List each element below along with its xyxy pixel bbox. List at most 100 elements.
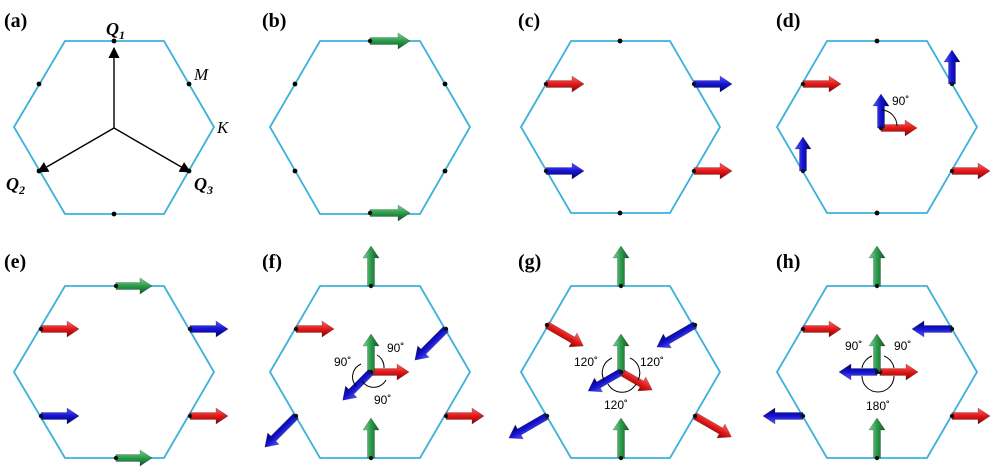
m-point-dot: [186, 81, 192, 87]
red-spin-arrow: [949, 162, 991, 180]
panel-label-d: (d): [776, 10, 800, 32]
m-point-dot: [292, 168, 298, 174]
brillouin-zone-b: [268, 40, 472, 215]
angle-arc-d: [880, 109, 898, 127]
q3-label: Q3: [194, 174, 213, 197]
q2-label: Q2: [6, 174, 25, 197]
brillouin-zone-c: [519, 40, 722, 214]
green-spin-arrow: [868, 333, 886, 375]
green-spin-arrow: [362, 417, 380, 461]
m-point-dot: [442, 81, 448, 87]
angle-arcs: [352, 109, 898, 393]
q3-vector: [113, 127, 191, 173]
spin-arrows: [38, 32, 991, 467]
angle-label-d: 90˚: [892, 94, 909, 108]
brillouin-zone-f: [268, 285, 472, 459]
m-point-dot: [617, 38, 623, 44]
angle-label-h-bottom: 180˚: [866, 399, 890, 413]
q2-vector: [37, 127, 115, 173]
angle-arc-g-bottom: [607, 383, 637, 393]
blue-spin-arrow: [838, 363, 880, 381]
m-point-dot: [36, 168, 42, 174]
m-point-dot: [186, 168, 192, 174]
green-spin-arrow: [113, 449, 153, 467]
panel-label-e: (e): [4, 251, 26, 273]
m-point-dot: [617, 210, 623, 216]
red-spin-arrow: [38, 320, 80, 338]
panel-label-f: (f): [262, 251, 282, 273]
green-spin-arrow: [612, 417, 630, 461]
angle-label-f-bottom: 90˚: [374, 393, 391, 407]
red-spin-arrow: [187, 407, 229, 425]
angle-label-g-right: 120˚: [640, 355, 664, 369]
red-spin-arrow: [543, 75, 585, 93]
m-point-dot: [36, 81, 42, 87]
red-spin-arrow: [293, 320, 335, 338]
blue-spin-arrow: [543, 162, 585, 180]
k-point-label: K: [216, 118, 230, 137]
panel-label-c: (c): [518, 10, 540, 32]
angle-arc-h-bottom: [861, 375, 895, 393]
angle-label-g-left: 120˚: [574, 355, 598, 369]
blue-spin-arrow: [264, 413, 299, 448]
red-spin-arrow: [800, 75, 842, 93]
m-point-dot: [442, 168, 448, 174]
q1-label: Q1: [106, 19, 125, 42]
m-point-dot: [111, 38, 117, 44]
red-spin-arrow: [949, 407, 991, 425]
blue-spin-arrow: [587, 368, 624, 393]
brillouin-zone-h: [775, 285, 979, 459]
panel-label-h: (h): [776, 251, 800, 273]
m-point-dot: [111, 211, 117, 217]
m-points: [36, 38, 880, 217]
blue-spin-arrow: [508, 412, 550, 440]
angle-arc-f-bottom: [361, 379, 387, 388]
green-spin-arrow: [367, 204, 411, 222]
green-spin-arrow: [612, 245, 630, 289]
brillouin-zone-d: [775, 40, 979, 214]
blue-spin-arrow: [943, 49, 961, 87]
blue-spin-arrow: [762, 407, 806, 425]
green-spin-arrow: [367, 32, 411, 50]
green-spin-arrow: [612, 333, 630, 375]
red-spin-arrow: [443, 407, 485, 425]
red-spin-arrow: [691, 162, 733, 180]
red-spin-arrow: [692, 412, 732, 439]
panel-label-b: (b): [262, 10, 286, 32]
red-spin-arrow: [800, 320, 842, 338]
blue-spin-arrow: [187, 320, 229, 338]
brillouin-zone-e: [12, 285, 216, 459]
panel-label-g: (g): [518, 251, 541, 273]
angle-label-f-left: 90˚: [334, 355, 351, 369]
angle-arc-f-right: [376, 354, 385, 369]
blue-spin-arrow: [872, 93, 890, 131]
green-spin-arrow: [362, 333, 380, 375]
blue-spin-arrow: [342, 369, 374, 401]
angle-arc-h-left: [861, 355, 873, 369]
panel-label-a: (a): [4, 10, 27, 32]
angle-label-h-right: 90˚: [894, 339, 911, 353]
green-spin-arrow: [362, 245, 380, 289]
angle-label-h-left: 90˚: [845, 339, 862, 353]
angle-label-g-bottom: 120˚: [604, 398, 628, 412]
red-spin-arrow: [368, 363, 410, 381]
angle-arc-f-left: [352, 363, 362, 387]
green-spin-arrow: [868, 245, 886, 289]
angle-arc-h-right: [883, 355, 895, 369]
blue-spin-arrow: [414, 326, 449, 361]
blue-spin-arrow: [656, 321, 698, 349]
angle-arc-g-left: [601, 357, 613, 381]
red-spin-arrow: [877, 363, 919, 381]
blue-spin-arrow: [38, 407, 80, 425]
blue-spin-arrow: [794, 136, 812, 174]
m-point-dot: [874, 38, 880, 44]
brillouin-zone-g: [519, 285, 722, 459]
m-point-dot: [292, 81, 298, 87]
blue-spin-arrow: [911, 320, 955, 338]
brillouin-zone-a: [12, 40, 216, 215]
angle-arc-g-right: [629, 357, 641, 381]
blue-spin-arrow: [691, 75, 733, 93]
m-point-label: M: [193, 65, 209, 84]
green-spin-arrow: [113, 277, 153, 295]
